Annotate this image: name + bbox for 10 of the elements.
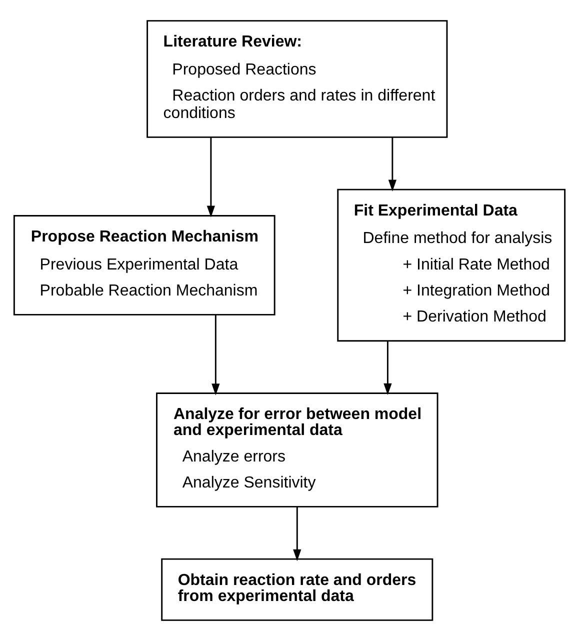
node-box: Analyze for error between model and experimental data Analyze errors Analyze Sensitivity xyxy=(156,392,438,508)
node-box: Obtain reaction rate and orders from experimental data xyxy=(161,558,434,621)
arrow xyxy=(206,137,216,218)
arrow xyxy=(384,340,392,395)
node-box: Propose Reaction Mechanism Previous Experimental Data Probable Reaction Mechanism xyxy=(13,215,276,316)
arrow xyxy=(388,137,396,192)
arrow xyxy=(212,314,220,396)
node-box: Fit Experimental Data Define method for analysis + Initial Rate Method + Integration Method + Derivation Method xyxy=(337,188,566,342)
arrow xyxy=(293,506,302,562)
node-box: Literature Review: Proposed Reactions Reaction orders and rates in different conditions xyxy=(146,20,448,138)
